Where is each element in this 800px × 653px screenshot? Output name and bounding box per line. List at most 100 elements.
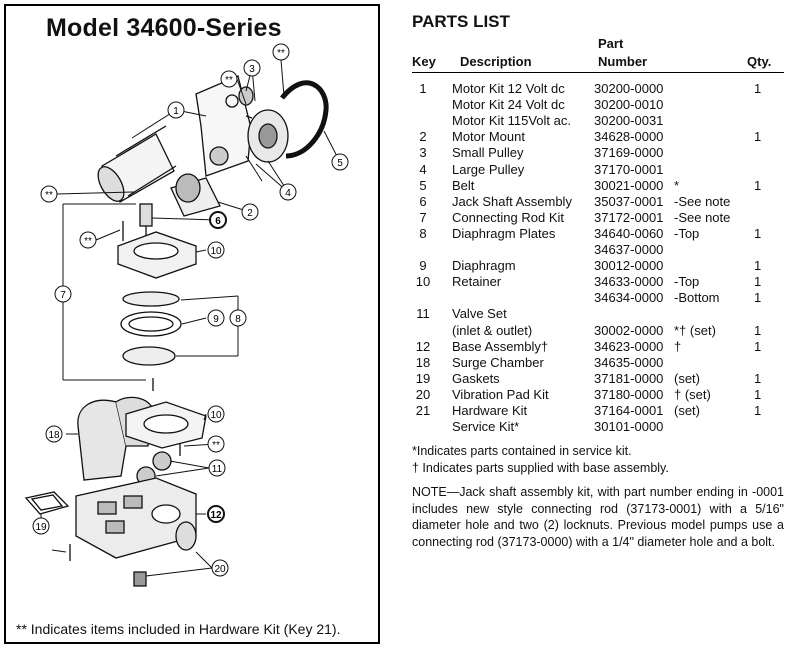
callout-4: 4: [279, 183, 297, 201]
row-key: 2: [419, 129, 427, 145]
row-key: 8: [419, 225, 427, 241]
row-part-number: 37181-0000: [594, 370, 664, 386]
row-note: (set): [674, 370, 700, 386]
header-qty: Qty.: [747, 54, 772, 69]
header-part-number: Number: [598, 54, 648, 69]
jack-shaft-note: NOTE—Jack shaft assembly kit, with part …: [412, 485, 784, 549]
service-kit-footnote: *Indicates parts contained in service ki…: [412, 444, 632, 458]
row-note: *† (set): [674, 322, 716, 338]
row-note: -Top: [674, 274, 700, 290]
row-part-number: 35037-0001: [594, 193, 664, 209]
row-description: Belt: [452, 177, 475, 193]
svg-text:3: 3: [249, 64, 255, 75]
callout-hardware-3: **: [40, 185, 58, 203]
row-description: Motor Kit 12 Volt dc: [452, 81, 565, 96]
parts-list-panel: PARTS LIST Key Description Part Number Q…: [412, 0, 792, 653]
row-description: Large Pulley: [452, 161, 525, 177]
svg-text:11: 11: [212, 464, 223, 475]
row-description: Gaskets: [452, 370, 500, 386]
header-key: Key: [412, 54, 436, 69]
row-qty: 1: [754, 258, 762, 274]
row-part-number: 34635-0000: [594, 354, 664, 370]
svg-text:6: 6: [215, 216, 221, 227]
row-part-number: 34633-0000: [594, 274, 664, 290]
retainer-top-drawing: [117, 231, 197, 279]
table-row: 34637-0000: [412, 242, 784, 258]
row-key: 21: [415, 403, 431, 418]
row-part-number: 30002-0000: [594, 322, 664, 338]
svg-text:5: 5: [337, 158, 343, 169]
row-qty: 1: [754, 274, 762, 290]
callout-19: 19: [32, 517, 50, 535]
row-part-number: 37170-0001: [594, 161, 664, 177]
row-qty: 1: [754, 338, 762, 354]
svg-text:8: 8: [235, 314, 241, 325]
table-row: 4 Large Pulley 37170-0001: [412, 162, 784, 178]
row-description: Retainer: [452, 274, 502, 290]
row-description: Motor Mount: [452, 129, 525, 145]
row-description: Valve Set: [452, 306, 507, 322]
row-part-number: 30200-0000: [594, 81, 664, 96]
row-part-number: 34628-0000: [594, 129, 664, 145]
row-description: Motor Kit 115Volt ac.: [452, 113, 571, 129]
row-description: (inlet & outlet): [452, 322, 533, 338]
callout-6: 6: [209, 211, 227, 229]
callout-7: 7: [54, 285, 72, 303]
row-description: Diaphragm Plates: [452, 225, 556, 241]
svg-text:4: 4: [285, 188, 291, 199]
callout-18: 18: [45, 425, 63, 443]
svg-text:19: 19: [35, 522, 47, 533]
row-key: 12: [415, 338, 431, 354]
row-qty: 1: [754, 322, 762, 338]
row-key: 4: [419, 161, 427, 177]
row-key: 18: [415, 354, 431, 370]
row-key: 5: [419, 177, 427, 193]
row-qty: 1: [754, 225, 762, 241]
callout-1: 1: [167, 101, 185, 119]
row-part-number: 30012-0000: [594, 258, 664, 274]
motor-drawing: [97, 125, 177, 203]
svg-text:18: 18: [48, 430, 60, 441]
row-qty: 1: [754, 370, 762, 386]
motor-mount-drawing: [170, 173, 221, 217]
svg-text:**: **: [84, 236, 92, 247]
table-row: (inlet & outlet) 30002-0000 *† (set) 1: [412, 323, 784, 339]
retainer-bottom-drawing: [125, 401, 207, 449]
svg-text:1: 1: [173, 106, 179, 117]
row-description: Base Assembly†: [452, 338, 549, 354]
row-qty: 1: [754, 177, 762, 193]
row-part-number: 37164-0001: [594, 403, 664, 418]
svg-text:12: 12: [210, 510, 222, 521]
row-description: Motor Kit 24 Volt dc: [452, 97, 565, 113]
callout-hardware-2: **: [272, 43, 290, 61]
svg-text:**: **: [212, 440, 220, 451]
row-part-number: 37169-0000: [594, 145, 664, 161]
svg-text:7: 7: [60, 290, 66, 301]
row-key: 1: [419, 81, 427, 96]
row-key: 20: [415, 386, 431, 402]
callout-12: 12: [207, 505, 225, 523]
row-note: †: [674, 338, 682, 354]
row-description: Diaphragm: [452, 258, 516, 274]
row-note: -Bottom: [674, 290, 720, 306]
large-pulley-drawing: [247, 109, 289, 163]
row-qty: 1: [754, 81, 762, 96]
diaphragm-stack-drawing: [120, 291, 182, 366]
base-assembly-drawing: [75, 477, 197, 559]
row-key: 6: [419, 193, 427, 209]
svg-text:**: **: [225, 75, 233, 86]
row-note: -See note: [674, 193, 731, 209]
row-part-number: 30101-0000: [594, 419, 664, 435]
header-description: Description: [460, 54, 532, 69]
table-row: Motor Kit 115Volt ac.30200-0031: [412, 113, 784, 129]
row-key: 19: [415, 370, 431, 386]
callout-3: 3: [243, 59, 261, 77]
row-description: Hardware Kit: [452, 403, 528, 418]
svg-text:2: 2: [247, 208, 253, 219]
